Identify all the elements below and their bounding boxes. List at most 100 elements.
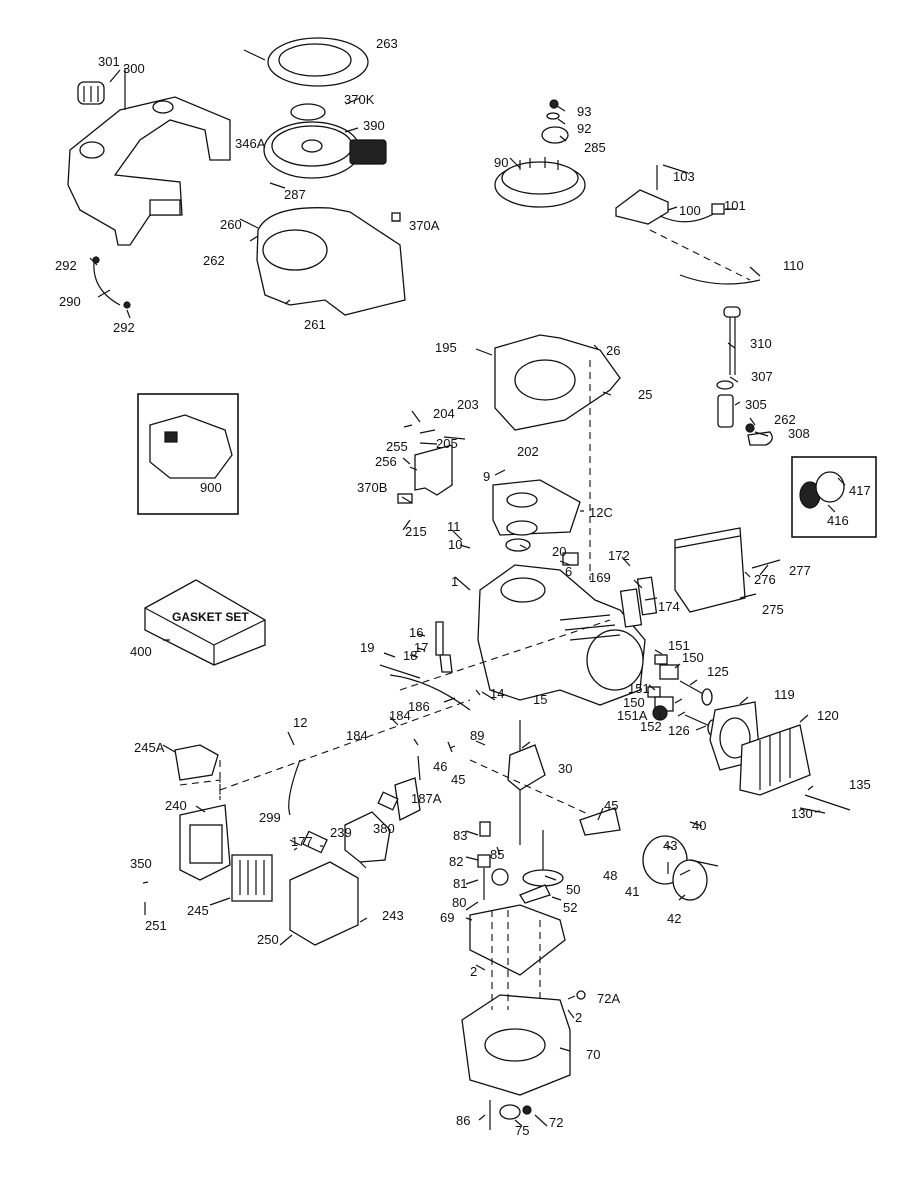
callout-301: 301 — [98, 54, 120, 69]
callout-245A: 245A — [134, 740, 165, 755]
callout-256: 256 — [375, 454, 397, 469]
callout-75: 75 — [515, 1123, 529, 1138]
callout-177: 177 — [291, 834, 313, 849]
callout-6: 6 — [565, 564, 572, 579]
part-air-filter — [231, 854, 273, 902]
callout-1: 1 — [451, 574, 458, 589]
callout-150: 150 — [682, 650, 704, 665]
part-cylinder-block — [477, 538, 646, 706]
part-muffler — [674, 527, 781, 613]
callout-370K: 370K — [344, 92, 375, 107]
part-head-baffle — [414, 444, 453, 496]
part-sump — [461, 994, 571, 1096]
part-air-cleaner-base — [179, 804, 231, 881]
callout-417: 417 — [849, 483, 871, 498]
part-spark-plug — [799, 794, 851, 814]
leader-lines — [89, 49, 846, 1127]
callout-240: 240 — [165, 798, 187, 813]
callout-70: 70 — [586, 1047, 600, 1062]
callout-290: 290 — [59, 294, 81, 309]
callout-72A: 72A — [597, 991, 620, 1006]
callout-239: 239 — [330, 825, 352, 840]
callout-81: 81 — [453, 876, 467, 891]
callout-243: 243 — [382, 908, 404, 923]
part-flywheel-cup — [541, 99, 569, 144]
callout-89: 89 — [470, 728, 484, 743]
callout-103: 103 — [673, 169, 695, 184]
callout-287: 287 — [284, 187, 306, 202]
part-sump-fasteners — [489, 990, 586, 1130]
leader-dash — [179, 760, 221, 800]
callout-82: 82 — [449, 854, 463, 869]
callout-277: 277 — [789, 563, 811, 578]
callout-305: 305 — [745, 397, 767, 412]
callout-2: 2 — [575, 1010, 582, 1025]
part-screen-263 — [267, 37, 369, 87]
callout-92: 92 — [577, 121, 591, 136]
callout-276: 276 — [754, 572, 776, 587]
callout-172: 172 — [608, 548, 630, 563]
callout-416: 416 — [827, 513, 849, 528]
callout-26: 26 — [606, 343, 620, 358]
callout-150: 150 — [623, 695, 645, 710]
callout-86: 86 — [456, 1113, 470, 1128]
part-flywheel — [494, 157, 586, 208]
part-gasket-set — [144, 579, 266, 666]
part-fuel-line-12 — [288, 759, 301, 816]
callout-292: 292 — [55, 258, 77, 273]
part-engine-assembly — [149, 414, 233, 479]
callout-400: 400 — [130, 644, 152, 659]
callout-187A: 187A — [411, 791, 442, 806]
callout-152: 152 — [640, 719, 662, 734]
callout-45: 45 — [604, 798, 618, 813]
callout-110: 110 — [783, 258, 804, 273]
callout-169: 169 — [589, 570, 611, 585]
part-breather — [619, 576, 658, 628]
callout-41: 41 — [625, 884, 639, 899]
callout-20: 20 — [552, 544, 566, 559]
callout-292: 292 — [113, 320, 135, 335]
callout-85: 85 — [490, 847, 504, 862]
callout-205: 205 — [436, 436, 458, 451]
callout-18: 18 — [403, 648, 417, 663]
callout-9: 9 — [483, 469, 490, 484]
callout-300: 300 — [123, 61, 145, 76]
callout-380: 380 — [373, 821, 395, 836]
callout-15: 15 — [533, 692, 547, 707]
callout-52: 52 — [563, 900, 577, 915]
callout-370A: 370A — [409, 218, 440, 233]
part-camshaft — [519, 830, 564, 904]
callout-93: 93 — [577, 104, 591, 119]
callout-310: 310 — [750, 336, 772, 351]
callout-19: 19 — [360, 640, 374, 655]
part-plate-12C — [492, 479, 581, 536]
callout-30: 30 — [558, 761, 572, 776]
callout-151: 151 — [668, 638, 690, 653]
callout-262: 262 — [774, 412, 796, 427]
callout-14: 14 — [490, 686, 504, 701]
callout-203: 203 — [457, 397, 479, 412]
callout-90: 90 — [494, 155, 508, 170]
callout-120: 120 — [817, 708, 839, 723]
callout-174: 174 — [658, 599, 680, 614]
callout-251: 251 — [145, 918, 167, 933]
leader-dash — [649, 229, 751, 281]
part-insulator — [377, 777, 421, 821]
callout-263: 263 — [376, 36, 398, 51]
callout-130: 130 — [791, 806, 813, 821]
callout-119: 119 — [774, 687, 795, 702]
part-cylinder-head — [739, 724, 811, 796]
callout-80: 80 — [452, 895, 466, 910]
callout-48: 48 — [603, 868, 617, 883]
callout-184: 184 — [346, 728, 368, 743]
callout-45: 45 — [451, 772, 465, 787]
callout-69: 69 — [440, 910, 454, 925]
part-air-cleaner-cover-top — [174, 744, 219, 781]
part-control-bracket — [494, 334, 621, 431]
leader-dash — [469, 759, 591, 816]
part-fuel-cap — [77, 81, 105, 105]
part-sump-gasket — [469, 904, 566, 976]
callout-204: 204 — [433, 406, 455, 421]
callout-308: 308 — [788, 426, 810, 441]
callout-151A: 151A — [617, 708, 648, 723]
